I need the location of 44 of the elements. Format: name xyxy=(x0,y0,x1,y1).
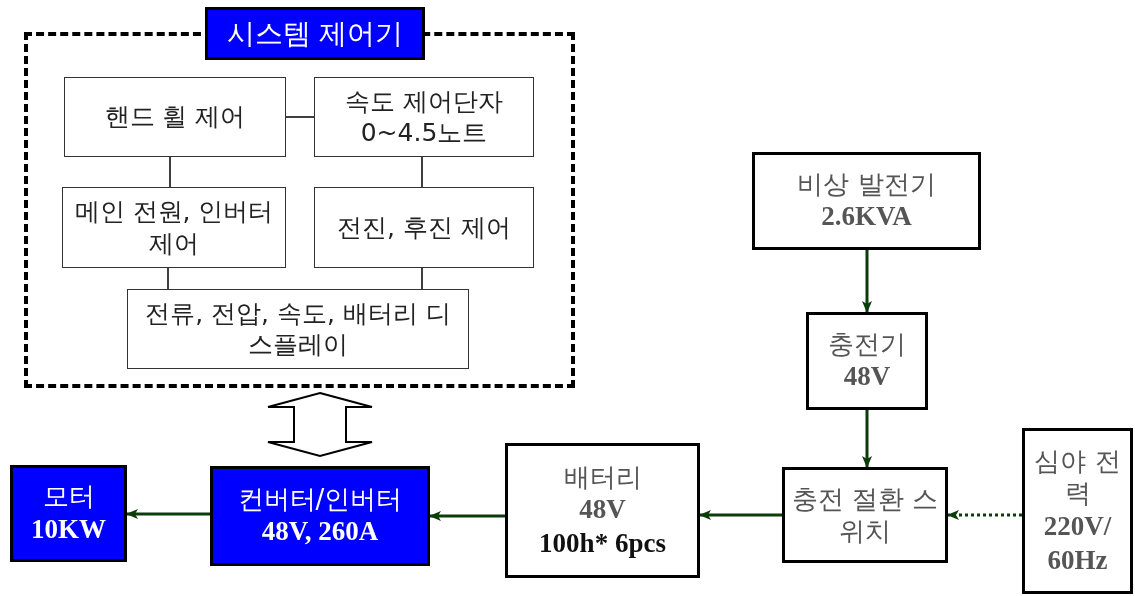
node-value: 48V, 260A xyxy=(260,515,380,549)
process-box xyxy=(314,187,534,268)
connector-line xyxy=(169,156,171,188)
arrow xyxy=(947,510,1022,520)
highlighted-box xyxy=(10,465,127,562)
node-value: 48V xyxy=(578,493,627,526)
arrow xyxy=(862,410,872,468)
node-title: 비상 발전기 xyxy=(796,167,937,201)
process-box xyxy=(505,443,700,578)
node-title: 메인 전원, 인버터 제어 xyxy=(73,196,275,259)
process-box xyxy=(1022,428,1133,594)
arrow xyxy=(126,509,210,519)
node-title: 모터 xyxy=(41,480,96,513)
process-box xyxy=(64,77,286,157)
node-value: 48V xyxy=(842,360,892,394)
node-title: 전류, 전압, 속도, 배터리 디스플레이 xyxy=(144,297,452,361)
process-box xyxy=(782,467,948,563)
node-title: 핸드 휠 제어 xyxy=(103,101,247,133)
node-title: 컨버터/인버터 xyxy=(236,482,404,516)
double-block-arrow xyxy=(267,391,373,458)
arrow xyxy=(429,511,505,521)
node-title: 충전기 xyxy=(827,327,907,361)
node-title: 심야 전력 xyxy=(1033,444,1122,510)
node-title: 충전 절환 스위치 xyxy=(790,482,940,548)
node-value: 100h* 6pcs xyxy=(538,526,667,560)
node-value: 10KW xyxy=(30,512,107,546)
node-value: 220V/ 60Hz xyxy=(1042,509,1113,577)
group-heading: 시스템 제어기 xyxy=(205,7,425,60)
process-box xyxy=(62,187,286,268)
connector-line xyxy=(167,267,169,290)
connector-line xyxy=(421,156,423,188)
node-value: 2.6KVA xyxy=(820,200,913,234)
arrow xyxy=(699,510,782,520)
process-box xyxy=(314,77,534,157)
process-box xyxy=(806,312,928,410)
connector-line xyxy=(421,267,423,290)
connector-line xyxy=(285,116,315,118)
arrow xyxy=(862,250,872,313)
node-title: 전진, 후진 제어 xyxy=(336,211,512,244)
node-title: 배터리 xyxy=(562,460,643,493)
node-title: 속도 제어단자 0~4.5노트 xyxy=(344,85,504,149)
highlighted-box xyxy=(210,466,430,566)
process-box xyxy=(127,289,469,369)
process-box xyxy=(752,152,981,250)
